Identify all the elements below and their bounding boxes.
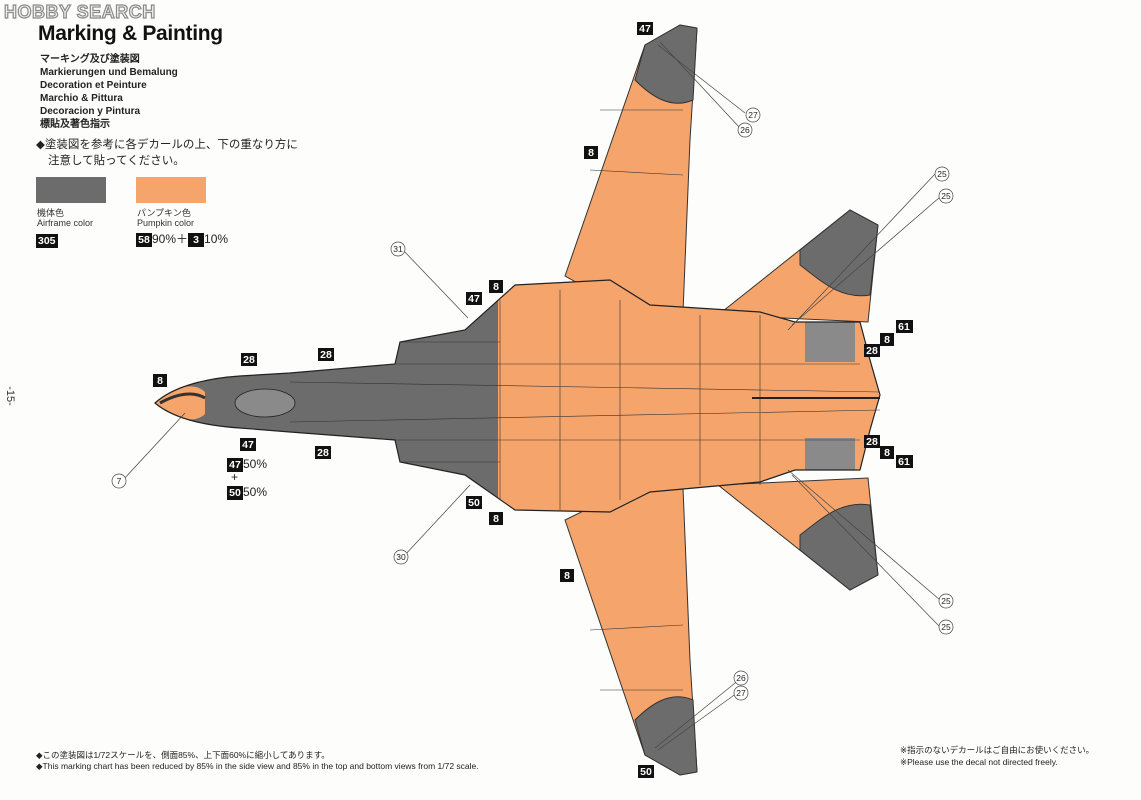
subtitle-es: Decoracion y Pintura	[40, 106, 141, 117]
callout-30: 30	[396, 552, 406, 562]
callout-26-bottom: 26	[736, 673, 746, 683]
decal-28-upper-engine: 28	[866, 345, 878, 357]
callout-25-b: 25	[941, 191, 951, 201]
airframe-color-label-jp: 機体色	[37, 208, 65, 218]
subtitle-de: Markierungen und Bemalung	[40, 67, 178, 78]
decal-8-upper-wing: 8	[588, 147, 594, 159]
decal-8-upper-engine: 8	[884, 334, 890, 346]
decal-50-wingtip: 50	[640, 766, 652, 778]
footnote-scale-en: ◆This marking chart has been reduced by …	[36, 761, 479, 771]
subtitle-jp: マーキング及び塗装図	[40, 54, 140, 65]
decal-47-nose: 47	[242, 439, 254, 451]
instruction-note: ◆塗装図を参考に各デカールの上、下の重なり方に 注意して貼ってください。	[36, 137, 298, 169]
airframe-color-label-en: Airframe color	[37, 218, 94, 228]
callout-27-bottom: 27	[736, 688, 746, 698]
footnote-scale-jp: ◆この塗装図は1/72スケールを、側面85%、上下面60%に縮小してあります。	[36, 750, 330, 760]
callout-25-d: 25	[941, 622, 951, 632]
callout-25-a: 25	[937, 169, 947, 179]
decal-47-fuselage: 47	[468, 293, 480, 305]
airframe-color-code: 305	[36, 234, 58, 248]
decal-61-lower-engine: 61	[898, 456, 910, 468]
decal-8-lower-wing: 8	[564, 570, 570, 582]
footnote-decal-jp: ※指示のないデカールはご自由にお使いください。	[900, 745, 1095, 755]
decal-61-upper-engine: 61	[898, 321, 910, 333]
callout-31: 31	[393, 244, 403, 254]
decal-8-lower-engine: 8	[884, 447, 890, 459]
decal-28-nose: 28	[243, 354, 255, 366]
callout-27-top: 27	[748, 110, 758, 120]
callout-25-c: 25	[941, 596, 951, 606]
callout-7: 7	[117, 476, 122, 486]
decal-28-lower-engine: 28	[866, 436, 878, 448]
decal-8-lower-fuselage: 8	[493, 513, 499, 525]
page-title: Marking & Painting	[38, 22, 223, 45]
watermark-logo: HOBBY SEARCH	[3, 1, 156, 22]
pumpkin-color-swatch	[136, 177, 206, 203]
airframe-color-swatch	[36, 177, 106, 203]
subtitle-it: Marchio & Pittura	[40, 93, 123, 104]
decal-28-gun-top: 28	[320, 349, 332, 361]
pumpkin-color-label-jp: パンプキン色	[137, 208, 191, 218]
pumpkin-color-label-en: Pumpkin color	[137, 218, 195, 228]
decal-47-wingtip: 47	[639, 23, 651, 35]
decal-8-fuselage: 8	[493, 281, 499, 293]
decal-28-gun-bottom: 28	[317, 447, 329, 459]
nose-mix-plus: +	[231, 470, 239, 484]
decal-50-lower-fuselage: 50	[468, 497, 480, 509]
instruction-line-2: 注意して貼ってください。	[48, 155, 185, 167]
callout-26-top: 26	[740, 125, 750, 135]
decal-8-nose: 8	[157, 375, 163, 387]
instruction-line-1: ◆塗装図を参考に各デカールの上、下の重なり方に	[36, 139, 298, 151]
subtitle-cn: 標貼及著色指示	[40, 119, 110, 130]
subtitle-fr: Decoration et Peinture	[40, 80, 147, 91]
footnote-decal-en: ※Please use the decal not directed freel…	[900, 757, 1058, 767]
